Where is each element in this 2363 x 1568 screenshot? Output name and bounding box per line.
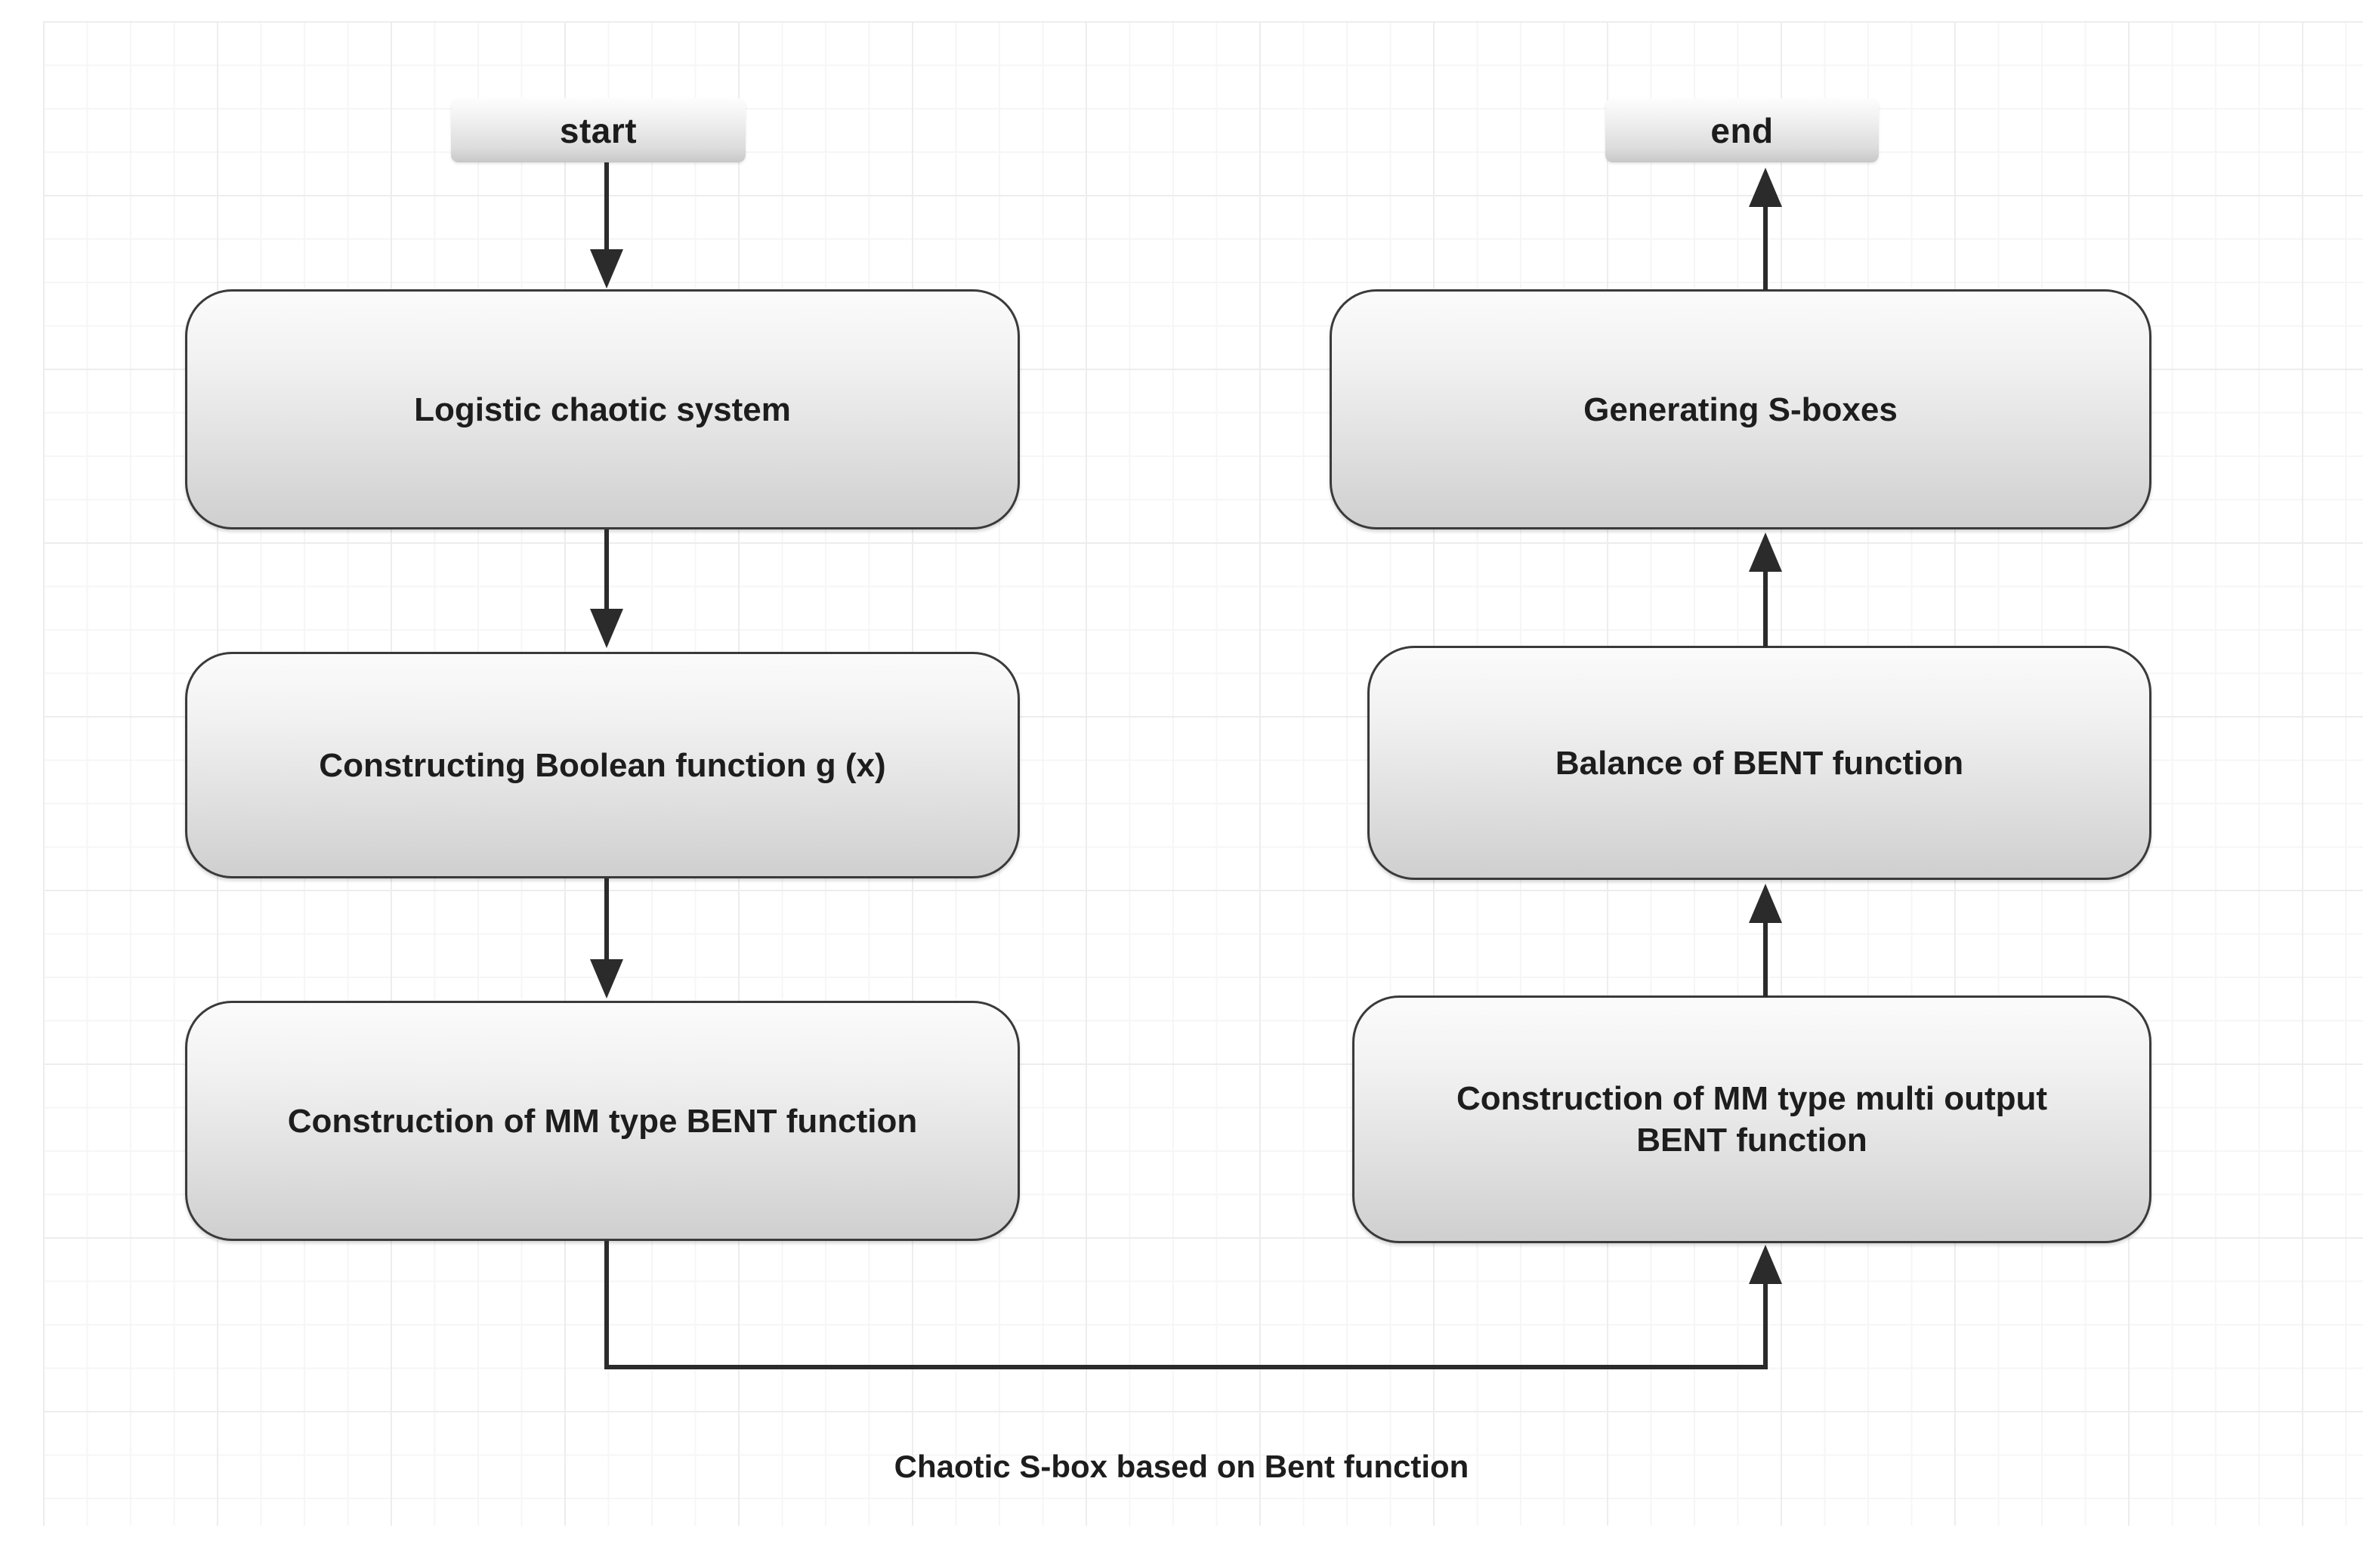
node-label: Generating S-boxes bbox=[1583, 390, 1898, 428]
connector-generating-to-end bbox=[1763, 205, 1768, 290]
node-constructing-boolean-function[interactable]: Constructing Boolean function g (x) bbox=[185, 652, 1020, 878]
node-label: Logistic chaotic system bbox=[414, 390, 791, 428]
connector-balance-to-generating bbox=[1763, 570, 1768, 647]
connector-wrap-up-segment bbox=[1763, 1284, 1768, 1367]
connector-start-to-logistic bbox=[604, 162, 609, 253]
arrowhead-up-icon bbox=[1749, 884, 1782, 923]
node-label: Balance of BENT function bbox=[1555, 744, 1964, 782]
diagram-caption: Chaotic S-box based on Bent function bbox=[894, 1449, 1469, 1484]
connector-multi-output-to-balance bbox=[1763, 921, 1768, 997]
node-label: Construction of MM type multi output BEN… bbox=[1456, 1080, 2048, 1159]
node-balance-of-bent-function[interactable]: Balance of BENT function bbox=[1367, 646, 2151, 880]
connector-logistic-to-boolean bbox=[604, 529, 609, 613]
terminator-start[interactable]: start bbox=[451, 98, 746, 162]
node-generating-s-boxes[interactable]: Generating S-boxes bbox=[1330, 289, 2151, 529]
arrowhead-down-icon bbox=[590, 249, 623, 289]
arrowhead-down-icon bbox=[590, 959, 623, 999]
arrowhead-up-icon bbox=[1749, 532, 1782, 572]
connector-wrap-horizontal-segment bbox=[604, 1365, 1768, 1369]
node-construction-mm-bent-function[interactable]: Construction of MM type BENT function bbox=[185, 1001, 1020, 1241]
connector-boolean-to-mm-bent bbox=[604, 878, 609, 963]
arrowhead-up-icon bbox=[1749, 1245, 1782, 1284]
terminator-end[interactable]: end bbox=[1605, 98, 1879, 162]
node-label: Construction of MM type BENT function bbox=[287, 1102, 918, 1140]
node-label: Constructing Boolean function g (x) bbox=[319, 746, 886, 784]
connector-wrap-down-segment bbox=[604, 1241, 609, 1369]
arrowhead-up-icon bbox=[1749, 168, 1782, 207]
node-logistic-chaotic-system[interactable]: Logistic chaotic system bbox=[185, 289, 1020, 529]
arrowhead-down-icon bbox=[590, 609, 623, 648]
node-construction-mm-multi-output-bent[interactable]: Construction of MM type multi output BEN… bbox=[1352, 995, 2151, 1243]
